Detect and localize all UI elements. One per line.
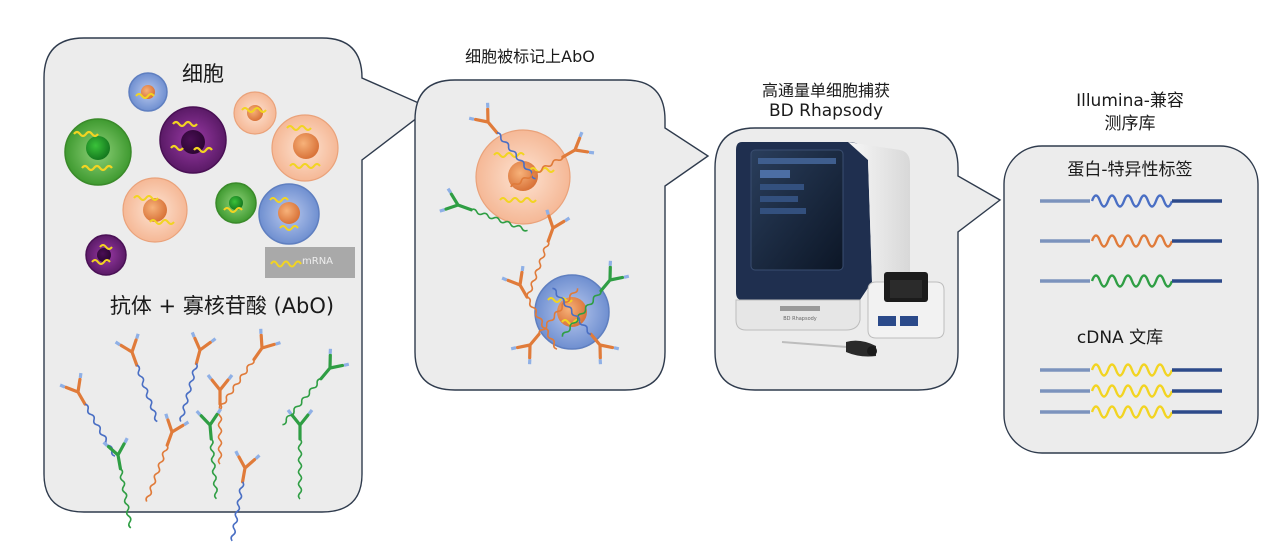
- cdna-label: cDNA 文库: [1076, 328, 1164, 348]
- device-brand: BD Rhapsody: [783, 316, 817, 322]
- cell-blue-small: [128, 72, 168, 112]
- cell-purple-small: [85, 234, 127, 276]
- cell-blue-large: [258, 183, 320, 245]
- antibody-y-icon: [510, 131, 595, 188]
- mrna-legend: [265, 247, 355, 278]
- sequencing-read-icon: [1040, 405, 1222, 419]
- labeled-cell-orange: [475, 129, 571, 225]
- sequencing-read-icon: [1040, 363, 1222, 377]
- bound-antibodies: [439, 102, 630, 365]
- library-panel: [1003, 145, 1259, 454]
- labeled-cells-title: 细胞被标记上AbO: [465, 47, 595, 66]
- antibody-y-icon: [59, 372, 116, 457]
- antibody-y-icon: [510, 288, 579, 365]
- capture-title-line1: 高通量单细胞捕获: [761, 81, 890, 100]
- library-title-line1: Illumina-兼容: [1076, 91, 1184, 111]
- antibody-y-icon: [145, 413, 190, 502]
- mrna-wave-icon: [270, 260, 302, 268]
- sequencing-reads: [1040, 194, 1222, 419]
- cell-orange-mid: [122, 177, 188, 243]
- protein-tag-label: 蛋白-特异性标签: [1067, 160, 1193, 180]
- antibody-y-icon: [114, 333, 158, 423]
- sequencing-read-icon: [1040, 234, 1222, 248]
- antibody-y-icon: [468, 102, 536, 180]
- antibody-y-icon: [206, 374, 234, 465]
- cell-green-small: [215, 182, 257, 224]
- antibody-y-icon: [561, 260, 630, 337]
- sequencing-read-icon: [1040, 274, 1222, 288]
- antibody-title: 抗体 + 寡核苷酸 (AbO): [109, 294, 335, 318]
- antibody-y-icon: [286, 409, 314, 500]
- cell-orange-small: [233, 91, 277, 135]
- capture-title-line2: BD Rhapsody: [768, 101, 884, 121]
- cell-orange-right: [271, 114, 339, 182]
- antibody-y-icon: [195, 408, 223, 500]
- cell-purple-large: [159, 106, 227, 174]
- library-title-line2: 测序库: [1104, 114, 1156, 134]
- antibody-y-icon: [526, 209, 571, 298]
- antibody-y-icon: [501, 265, 558, 350]
- antibody-y-icon: [439, 187, 528, 232]
- antibody-y-icon: [552, 287, 620, 365]
- antibody-y-icon: [102, 437, 132, 529]
- mrna-legend-label: mRNA: [302, 256, 334, 267]
- cell-green-large: [64, 118, 132, 186]
- antibody-y-icon: [179, 331, 217, 422]
- sequencing-read-icon: [1040, 194, 1222, 208]
- antibody-y-icon: [282, 348, 350, 426]
- antibody-y-icon: [230, 450, 261, 542]
- sequencing-read-icon: [1040, 384, 1222, 398]
- antibody-y-icon: [218, 328, 281, 409]
- cells-title: 细胞: [182, 62, 224, 86]
- antibody-cluster: [59, 328, 350, 542]
- instrument-icon: BD Rhapsody: [735, 142, 945, 357]
